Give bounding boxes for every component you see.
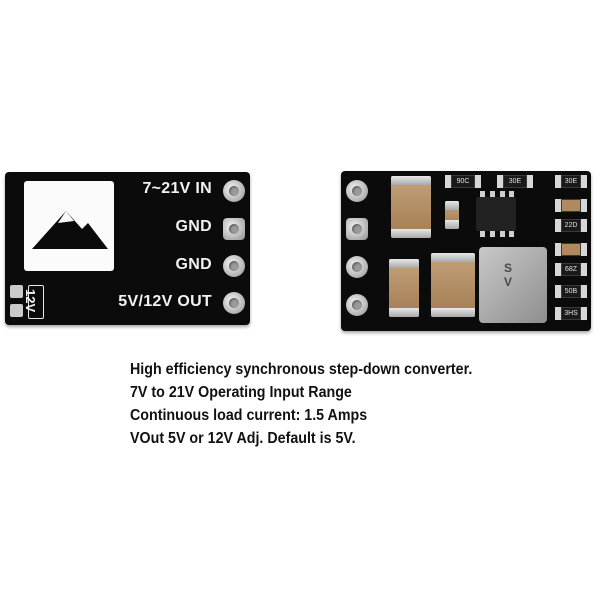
pad-label-input: 7~21V IN: [142, 180, 212, 197]
jumper-pad-b: [10, 304, 23, 317]
mountain-logo-icon: [32, 211, 108, 249]
inductor: S V: [479, 247, 547, 323]
jumper-label: 12V: [23, 289, 38, 313]
pad-label-ground-1: GND: [175, 218, 212, 235]
solder-pad-3: [346, 256, 368, 278]
solder-pad-4: [346, 294, 368, 316]
resistor-top-1: 90C: [445, 175, 481, 188]
pad-label-ground-2: GND: [175, 256, 212, 273]
caption-line-2: 7V to 21V Operating Input Range: [130, 384, 352, 401]
caption-line-3: Continuous load current: 1.5 Amps: [130, 407, 368, 424]
capacitor-side-2: [555, 199, 587, 212]
inductor-marking-line-1: S: [504, 261, 513, 275]
inductor-marking-line-2: V: [504, 275, 513, 289]
caption-line-1: High efficiency synchronous step-down co…: [130, 361, 473, 378]
inductor-marking: S V: [504, 261, 512, 289]
solder-pad-2: [346, 218, 368, 240]
capacitor-2: [389, 259, 419, 317]
resistor-side-1: 30E: [555, 175, 587, 188]
resistor-top-2: 30E: [497, 175, 533, 188]
jumper-outline: [28, 285, 44, 319]
resistor-side-3: 22D: [555, 219, 587, 232]
pad-label-output: 5V/12V OUT: [118, 293, 212, 310]
resistor-side-7: 3HS: [555, 307, 587, 320]
pcb-board-bottom: S V 90C 30E 30E 22D 68Z 50B 3HS: [341, 171, 591, 331]
caption-line-4: VOut 5V or 12V Adj. Default is 5V.: [130, 430, 356, 447]
pcb-board-top: 7~21V IN GND GND 5V/12V OUT 12V: [5, 172, 250, 325]
resistor-side-6: 50B: [555, 285, 587, 298]
solder-pad-ground-2: [223, 255, 245, 277]
voltage-jumper: 12V: [8, 281, 52, 321]
jumper-pad-a: [10, 285, 23, 298]
capacitor-side-4: [555, 243, 587, 256]
solder-pad-1: [346, 180, 368, 202]
solder-pad-ground-1: [223, 218, 245, 240]
solder-pad-input: [223, 180, 245, 202]
resistor-side-5: 68Z: [555, 263, 587, 276]
capacitor-1: [391, 176, 431, 238]
spec-caption: High efficiency synchronous step-down co…: [130, 358, 570, 450]
mountain-logo: [24, 181, 114, 271]
capacitor-3: [431, 253, 475, 317]
solder-pad-output: [223, 292, 245, 314]
regulator-chip: [476, 191, 516, 237]
capacitor-small: [445, 201, 459, 229]
